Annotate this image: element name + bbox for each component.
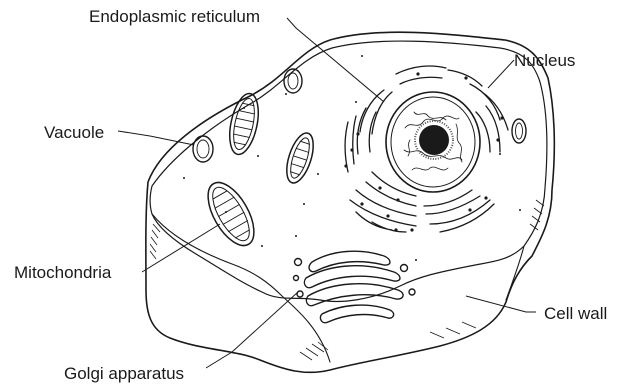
cytoplasm-granules xyxy=(183,55,521,261)
mitochondrion-lower xyxy=(199,175,263,253)
leader-cell-wall xyxy=(466,296,536,312)
label-golgi-apparatus: Golgi apparatus xyxy=(64,364,184,383)
mitochondrion-small xyxy=(282,130,319,186)
nucleus xyxy=(386,92,480,192)
vacuole xyxy=(193,136,213,162)
labels: Endoplasmic reticulum Nucleus Vacuole Mi… xyxy=(14,7,607,383)
label-mitochondria: Mitochondria xyxy=(14,263,112,282)
edge-shading xyxy=(150,200,544,360)
label-cell-wall: Cell wall xyxy=(544,304,607,323)
leader-endoplasmic-reticulum xyxy=(287,18,384,102)
label-endoplasmic-reticulum: Endoplasmic reticulum xyxy=(89,7,260,26)
cell-right-edge xyxy=(506,246,524,300)
nucleolus xyxy=(419,125,449,155)
leader-nucleus xyxy=(488,60,514,88)
vacuole-top xyxy=(284,69,302,93)
leader-lines xyxy=(118,18,536,368)
cell-front-edge xyxy=(152,214,330,362)
label-vacuole: Vacuole xyxy=(44,123,104,142)
leader-mitochondria xyxy=(142,224,220,272)
label-nucleus: Nucleus xyxy=(514,51,575,70)
mitochondrion-upper xyxy=(225,91,263,157)
vacuole-right xyxy=(512,119,526,143)
